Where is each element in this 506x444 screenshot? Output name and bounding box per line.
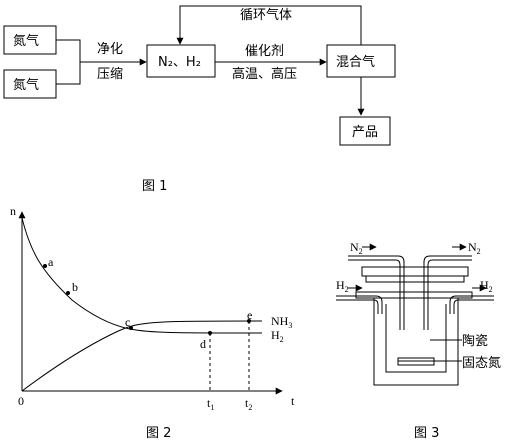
x-axis-label: t [291,394,295,408]
figure1-flowchart [3,5,396,146]
n2-outlet-tube [423,255,472,330]
solid-nitrogen-label: 固态氮 [462,356,501,371]
figure1-labels: 氮气 氮气 净化 压缩 N₂、H₂ 催化剂 高温、高压 混合气 循环气体 产品 … [13,7,378,194]
point-c-label: c [125,315,130,329]
figure3-labels: N2 N2 H2 H2 陶瓷 固态氮 图 3 [336,240,501,441]
figure1-caption: 图 1 [142,179,167,194]
y-axis-label: n [10,204,16,218]
h2-out-label: H2 [480,278,493,294]
figure2-caption: 图 2 [146,426,171,440]
input-top-label: 氮气 [13,33,39,49]
middle-plate [365,275,465,283]
top-plate [361,266,469,277]
input-bottom-label: 氮气 [13,77,39,93]
lower-plate [355,291,473,299]
h2-inlet-tube [336,295,383,314]
n2-outlet-tube-inner [427,259,472,330]
point-b [66,291,70,295]
conditions-label: 高温、高压 [232,66,297,82]
reactants-label: N₂、H₂ [158,55,201,70]
n2-inlet-tube-inner [348,259,401,330]
process-line1: 净化 [97,42,123,57]
nh3-legend: NH3 [271,314,292,330]
ceramic-label: 陶瓷 [462,333,488,349]
product-label: 产品 [352,125,378,140]
h2-in-label: H2 [336,278,349,294]
point-d-label: d [200,337,206,351]
point-b-label: b [72,280,78,294]
h2-legend: H2 [271,328,284,344]
figure3-apparatus [336,243,494,386]
recycle-loop [176,5,362,45]
figure3-caption: 图 3 [414,426,439,440]
h2-curve [21,217,263,334]
point-a [43,264,47,268]
n2-out-label: N2 [468,240,481,256]
nh3-curve [21,320,263,392]
point-a-label: a [48,255,54,269]
t1-label: t1 [207,396,214,412]
h2-outlet-tube [449,295,494,314]
join-connector [56,39,81,85]
process-line2: 压缩 [97,66,123,82]
n2-inlet-tube [348,255,405,330]
n2-in-label: N2 [350,240,363,256]
h2-inlet-tube-inner [336,299,379,314]
reactants-box [146,44,216,78]
h2-outlet-tube-inner [453,299,494,314]
point-c [129,326,133,330]
point-e-label: e [247,308,252,322]
t2-label: t2 [245,396,252,412]
recycle-label: 循环气体 [240,7,292,23]
catalyst-label: 催化剂 [245,44,284,59]
product-box [339,116,391,146]
figure2-chart: n t 0 a b c d e t1 t2 NH3 H2 图 2 [10,204,295,441]
inner-cup [385,304,447,373]
origin-label: 0 [18,394,24,408]
mixture-label: 混合气 [336,54,375,70]
